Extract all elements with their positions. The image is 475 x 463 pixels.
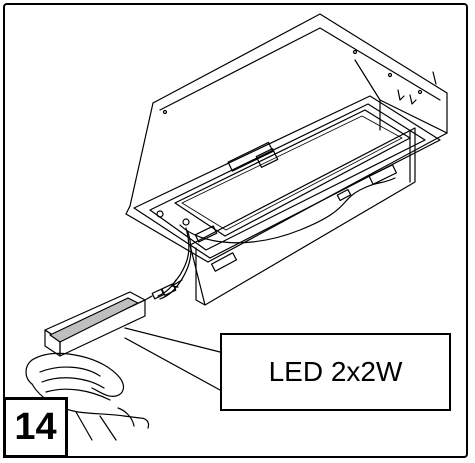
front-panel [189,127,416,306]
led-module [44,291,153,357]
step-number: 14 [3,397,68,458]
hood-underside [133,95,441,259]
callout-leader [124,327,221,391]
led-wires [151,177,396,300]
hood-housing [125,13,448,263]
hand-illustration [25,352,150,441]
led-callout-label: LED 2x2W [220,333,451,411]
